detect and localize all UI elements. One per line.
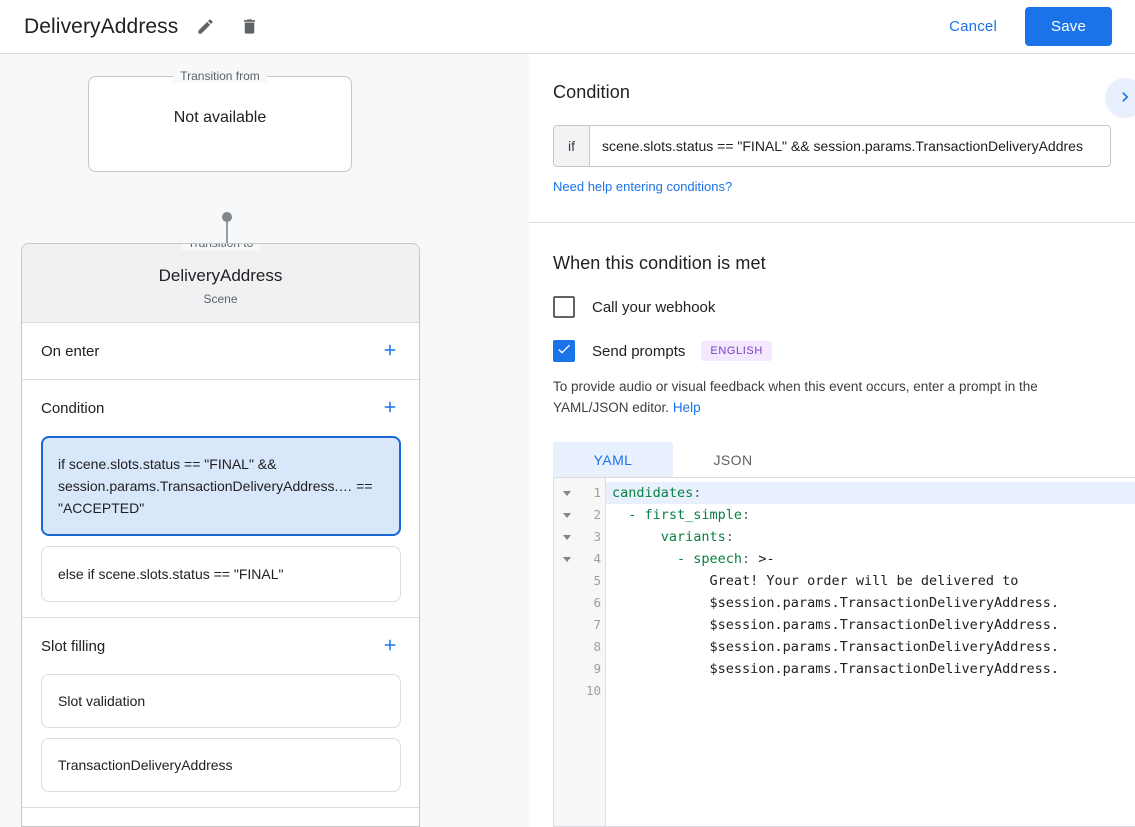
chevron-right-icon (1115, 87, 1135, 110)
code-line[interactable]: $session.params.TransactionDeliveryAddre… (612, 661, 1060, 677)
transition-from-legend: Transition from (173, 69, 267, 83)
fold-toggle-icon[interactable] (554, 548, 580, 570)
line-number: 6 (593, 595, 601, 610)
cancel-button[interactable]: Cancel (935, 9, 1011, 44)
section-on-enter: On enter (22, 323, 419, 380)
line-number: 2 (593, 507, 601, 522)
app-header: DeliveryAddress Cancel Save (0, 0, 1135, 54)
line-number: 1 (593, 485, 601, 500)
condition-input-row[interactable]: if (553, 125, 1111, 167)
condition-list: if scene.slots.status == "FINAL" && sess… (22, 436, 419, 617)
section-header-condition[interactable]: Condition (22, 380, 419, 436)
prompts-description: To provide audio or visual feedback when… (553, 376, 1111, 418)
when-met-title: When this condition is met (553, 253, 766, 273)
send-prompts-row: Send prompts ENGLISH (553, 340, 1111, 362)
condition-panel-title: Condition (553, 82, 630, 102)
call-webhook-label: Call your webhook (592, 298, 716, 316)
fold-toggle-icon[interactable] (554, 504, 580, 526)
plus-icon (381, 636, 399, 657)
fold-toggle-icon[interactable] (554, 482, 580, 504)
transition-to-header: DeliveryAddress Scene (22, 244, 419, 323)
condition-expression-input[interactable] (590, 126, 1110, 166)
condition-panel: Condition if Need help entering conditio… (529, 54, 1135, 223)
trash-icon (240, 17, 259, 36)
line-number: 7 (593, 617, 601, 632)
plus-icon (381, 341, 399, 362)
condition-help-link[interactable]: Need help entering conditions? (553, 179, 733, 194)
add-condition-button[interactable] (379, 397, 401, 419)
section-slot-filling: Slot filling Slot validation Transaction… (22, 618, 419, 808)
code-line[interactable]: $session.params.TransactionDeliveryAddre… (612, 617, 1060, 633)
call-webhook-checkbox[interactable] (553, 296, 575, 318)
fold-spacer (554, 636, 580, 658)
editor-format-tabs: YAML JSON (553, 442, 1111, 478)
yaml-editor[interactable]: 1 2 3 4 5 6 7 8 9 10 candidates: - first_simple: … (553, 477, 1135, 827)
code-line[interactable]: - speech: >- (612, 551, 775, 567)
section-condition: Condition if scene.slots.status == "FINA… (22, 380, 419, 618)
edit-name-button[interactable] (188, 10, 222, 44)
add-slot-filling-button[interactable] (379, 635, 401, 657)
section-title-condition: Condition (41, 399, 105, 417)
code-line[interactable]: $session.params.TransactionDeliveryAddre… (612, 639, 1060, 655)
save-button[interactable]: Save (1025, 7, 1112, 46)
slot-filling-list: Slot validation TransactionDeliveryAddre… (22, 674, 419, 807)
expand-panel-button[interactable] (1105, 78, 1135, 118)
transition-to-name: DeliveryAddress (158, 266, 283, 285)
send-prompts-label: Send prompts (592, 342, 686, 360)
tab-json[interactable]: JSON (673, 442, 793, 478)
editor-code-area[interactable]: candidates: - first_simple: variants: - … (606, 478, 1135, 826)
section-header-slot-filling[interactable]: Slot filling (22, 618, 419, 674)
plus-icon (381, 398, 399, 419)
fold-spacer (554, 570, 580, 592)
slot-item-transaction-delivery-address[interactable]: TransactionDeliveryAddress (41, 738, 401, 792)
delete-button[interactable] (232, 10, 266, 44)
language-badge: ENGLISH (701, 341, 772, 361)
condition-item-selected[interactable]: if scene.slots.status == "FINAL" && sess… (41, 436, 401, 536)
transition-to-subtitle: Scene (203, 292, 238, 306)
fold-spacer (554, 592, 580, 614)
condition-item[interactable]: else if scene.slots.status == "FINAL" (41, 546, 401, 602)
prompts-help-link[interactable]: Help (672, 400, 701, 415)
check-icon (556, 341, 572, 362)
editor-fold-column (554, 478, 580, 826)
section-custom-intent-handling: Custom intent handling (22, 808, 419, 826)
line-number: 9 (593, 661, 601, 676)
code-line[interactable]: variants: (612, 529, 734, 545)
section-header-on-enter[interactable]: On enter (22, 323, 419, 379)
prompts-description-text: To provide audio or visual feedback when… (553, 379, 1038, 415)
left-panel: Transition from Not available Transition… (0, 54, 529, 827)
pencil-icon (196, 17, 215, 36)
page-title: DeliveryAddress (24, 14, 179, 38)
fold-spacer (554, 658, 580, 680)
code-line[interactable]: $session.params.TransactionDeliveryAddre… (612, 595, 1060, 611)
section-header-custom-intent-handling[interactable]: Custom intent handling (22, 808, 419, 826)
transition-to-legend: Transition to (180, 244, 261, 250)
line-number: 8 (593, 639, 601, 654)
condition-if-prefix: if (554, 126, 590, 166)
section-title-slot-filling: Slot filling (41, 637, 106, 655)
fold-toggle-icon[interactable] (554, 526, 580, 548)
editor-line-numbers: 1 2 3 4 5 6 7 8 9 10 (580, 478, 606, 826)
transition-from-value: Not available (173, 109, 267, 126)
code-line[interactable]: Great! Your order will be delivered to (612, 573, 1019, 589)
code-line[interactable] (606, 680, 1135, 702)
send-prompts-checkbox[interactable] (553, 340, 575, 362)
line-number: 5 (593, 573, 601, 588)
fold-spacer (554, 680, 580, 702)
transition-from-card: Transition from Not available (88, 69, 352, 172)
fold-spacer (554, 614, 580, 636)
transition-to-card: Transition to DeliveryAddress Scene On e… (21, 243, 420, 827)
add-on-enter-button[interactable] (379, 340, 401, 362)
line-number: 10 (585, 683, 601, 698)
line-number: 3 (593, 529, 601, 544)
when-condition-met-panel: When this condition is met Call your web… (529, 223, 1135, 478)
slot-validation-item[interactable]: Slot validation (41, 674, 401, 728)
tab-yaml[interactable]: YAML (553, 442, 673, 478)
section-title-on-enter: On enter (41, 342, 100, 360)
code-line[interactable]: - first_simple: (612, 507, 751, 523)
code-line[interactable]: candidates: (606, 482, 1135, 504)
webhook-row: Call your webhook (553, 296, 1111, 318)
line-number: 4 (593, 551, 601, 566)
